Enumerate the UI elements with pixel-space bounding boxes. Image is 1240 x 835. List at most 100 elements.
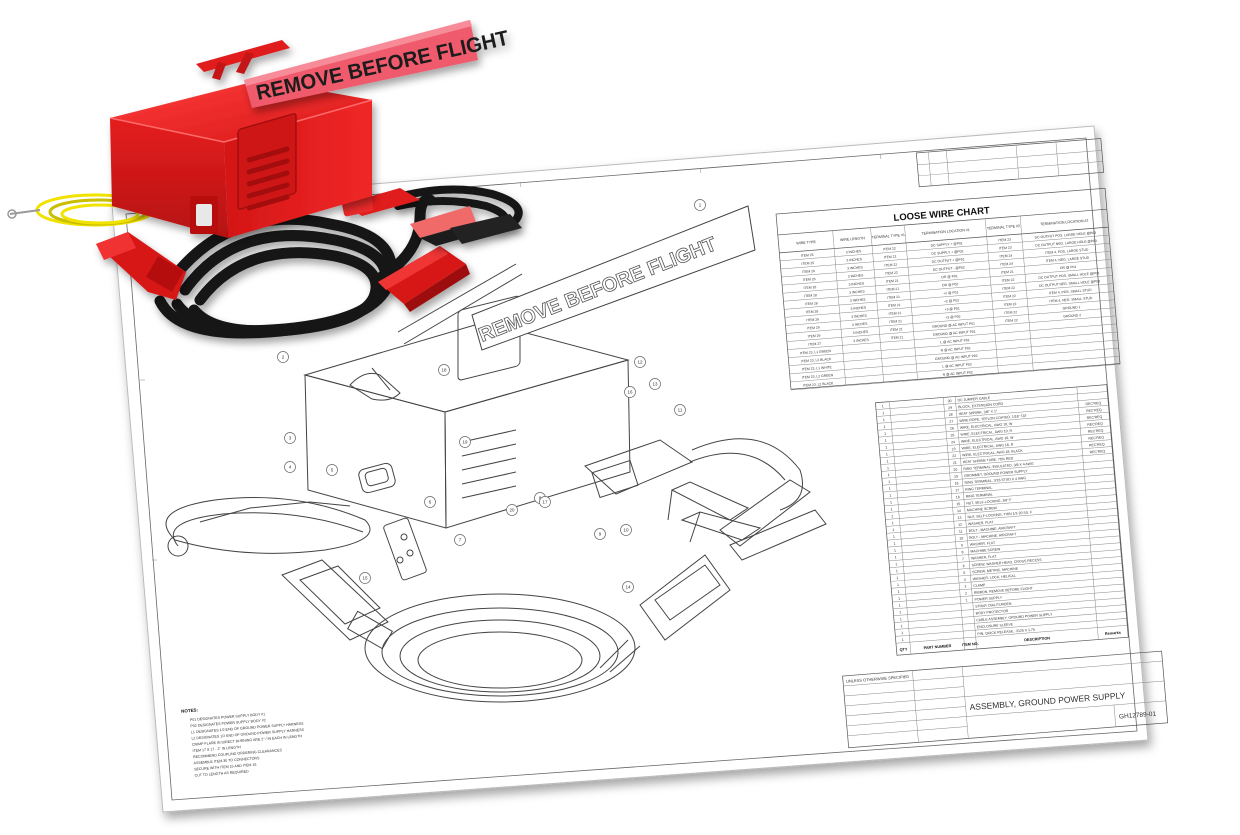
- parts-list-cell: STRAP, DIAL/TURDEN: [975, 602, 1012, 609]
- notes-block: NOTES: P01 DESIGNATES POWER SUPPLY BODY …: [181, 707, 305, 777]
- wire-chart-cell: ITEM 22: [884, 263, 897, 268]
- callout-balloon: 15: [359, 572, 371, 584]
- parts-list-cell: REC'REQ: [1087, 415, 1103, 420]
- parts-list-cell: CABLE ASSEMBLY, GROUND POWER SUPPLY: [976, 612, 1053, 622]
- callout-number: 8: [539, 496, 542, 501]
- callout-number: 12: [637, 360, 643, 365]
- parts-list-cell: 1: [896, 569, 898, 573]
- callout-balloon: 19: [459, 436, 471, 448]
- parts-list-cell: BOLT - MACHINE, AIRCRAFT: [969, 525, 1017, 533]
- wire-chart-cell: 3 INCHES: [846, 249, 863, 254]
- parts-list-cell: RING TERMINAL, 3/16 STUD X 4 AWG: [964, 476, 1026, 485]
- parts-list-cell: 1: [897, 583, 899, 587]
- callout-number: 1: [699, 203, 702, 208]
- callout-balloon: 10: [620, 524, 632, 536]
- wire-chart-cell: ITEM 29: [807, 326, 820, 331]
- parts-list-cell: 2: [965, 591, 967, 595]
- product-connector-left: [96, 232, 186, 300]
- wire-chart-cell: ITEM 23, L2 BLACK: [803, 381, 834, 387]
- wire-chart-cell: DC SUPPLY + @P01: [931, 241, 963, 247]
- parts-list-cell: REC'REQ: [1087, 422, 1103, 427]
- parts-list-cell: 1: [890, 507, 892, 511]
- parts-list-cell: 7: [962, 557, 964, 561]
- parts-list-cell: MACHINE SCREW: [967, 506, 998, 512]
- wire-chart-cell: ITEM 23, L2 BLACK: [801, 357, 832, 363]
- callout-balloon: 14: [622, 581, 634, 593]
- wire-chart-cell: ITEM 4, POS. LARGE STUD: [1045, 248, 1089, 255]
- parts-list-cell: WIRE, ELECTRICAL, AWG 10, W: [960, 422, 1013, 430]
- parts-list-cell: 1: [898, 597, 900, 601]
- product-banner: REMOVE BEFORE FLIGHT: [244, 20, 511, 108]
- parts-list-cell: 1: [883, 418, 885, 422]
- parts-list-cell: WASHER, FLAT: [968, 520, 994, 526]
- callout-number: 13: [652, 382, 658, 387]
- parts-list-cell: WIRE, ELECTRICAL, AWG 16, R: [961, 442, 1013, 450]
- wire-chart-cell: GROUND 1: [1063, 305, 1081, 310]
- callout-balloon: 5: [326, 464, 338, 476]
- parts-list-cell: 23: [952, 447, 956, 451]
- callout-number: 9: [599, 532, 602, 537]
- wire-chart-cell: 3 INCHES: [852, 322, 869, 327]
- note-line: P02 DESIGNATES POWER SUPPLY BODY #2: [190, 718, 266, 728]
- parts-list-cell: 15: [956, 502, 960, 506]
- callout-balloon: 6: [424, 496, 436, 508]
- callout-number: 20: [509, 508, 515, 513]
- wire-chart-cell: ITEM 23, L1 WHITE: [802, 365, 833, 371]
- note-line: ASSEMBLE ITEM 30 TO CONNECTORS: [193, 756, 260, 765]
- wire-chart-cell: OR @ P02: [942, 282, 959, 287]
- parts-list-cell: 1: [883, 425, 885, 429]
- parts-list-cell: 1: [886, 459, 888, 463]
- parts-list-cell: 11: [959, 530, 963, 534]
- wire-chart-cell: ITEM 22: [1004, 310, 1017, 315]
- wire-chart-cell: ITEM 4, POS. SMALL STUD: [1049, 288, 1093, 295]
- parts-list-cell: 1: [882, 404, 884, 408]
- parts-list-cell: ENCLOSURE SLEEVE: [977, 622, 1014, 629]
- wire-chart-cell: ITEM 21: [888, 303, 901, 308]
- parts-list-cell: CLAMP: [973, 583, 986, 588]
- parts-list-cell: HEAT SHRINK TUBE, 75% RED: [963, 456, 1014, 464]
- wire-chart-cell: ITEM 22: [1001, 278, 1014, 283]
- parts-list-cell: DC JUMPER CABLE: [957, 396, 991, 403]
- parts-list-cell: REC'REQ: [1089, 442, 1105, 447]
- parts-list-header: DESCRIPTION: [1024, 636, 1050, 642]
- wire-chart-cell: GROUND @ AC INPUT P01: [932, 321, 975, 328]
- wire-chart-header: TERMINAL TYPE #2: [987, 224, 1020, 231]
- wire-chart-cell: ITEM 26: [803, 277, 816, 282]
- note-line: P01 DESIGNATES POWER SUPPLY BODY #1: [190, 712, 266, 722]
- wire-chart-cell: ITEM 22: [1005, 318, 1018, 323]
- parts-list-cell: 1: [902, 638, 904, 642]
- wire-chart-cell: 3 INCHES: [849, 289, 866, 294]
- callout-number: 15: [362, 576, 368, 581]
- parts-list-cell: 12: [958, 523, 962, 527]
- wire-chart-cell: DC OUTPUT POS. LARGE HOLE @P03: [1035, 231, 1097, 240]
- wire-chart-cell: ITEM 21: [890, 327, 903, 332]
- parts-list-cell: 9: [961, 543, 963, 547]
- wire-chart-cell: DC OUTPUT POS. SMALL HOLE @P03: [1038, 271, 1099, 280]
- wire-chart-cell: ITEM 23, L2 GREEN: [802, 373, 834, 379]
- wire-chart-cell: 3 INCHES: [853, 338, 870, 343]
- wire-chart-cell: ITEM 23: [999, 246, 1012, 251]
- wire-chart-cell: ITEM 24: [999, 254, 1012, 259]
- wire-chart-cell: 3 INCHES: [848, 273, 865, 278]
- parts-list-cell: GROMMET, GROUND POWER SUPPLY: [964, 469, 1029, 478]
- wire-chart-cell: +3 @ P02: [945, 314, 961, 319]
- parts-list-cell: 1: [901, 631, 903, 635]
- drawing-upper-connector: [584, 438, 803, 511]
- parts-list-cell: 16: [956, 495, 960, 499]
- wire-chart-cell: DC SUPPLY + @P02: [931, 249, 963, 255]
- parts-list-cell: WIRE, ELECTRICAL, AWG 10, R: [960, 429, 1012, 437]
- parts-list-cell: MACHINE SCREW: [970, 547, 1001, 553]
- wire-chart-cell: DC OUTPUT - @P02: [933, 265, 965, 271]
- callout-balloon: 3: [284, 432, 296, 444]
- callout-number: 18: [441, 368, 447, 373]
- wire-chart-cell: GROUND @ AC INPUT P01: [933, 330, 976, 337]
- parts-list-cell: 27: [949, 420, 953, 424]
- callout-number: 16: [627, 390, 633, 395]
- parts-list-cell: 1: [892, 521, 894, 525]
- callout-number: 7: [459, 538, 462, 543]
- wire-chart-cell: 3 INCHES: [851, 314, 868, 319]
- callout-number: 4: [289, 465, 292, 470]
- parts-list-cell: RING TERMINAL: [966, 493, 994, 499]
- parts-list-header: Remarks: [1105, 631, 1121, 636]
- wire-chart-header: TERMINAL TYPE #1: [872, 233, 905, 240]
